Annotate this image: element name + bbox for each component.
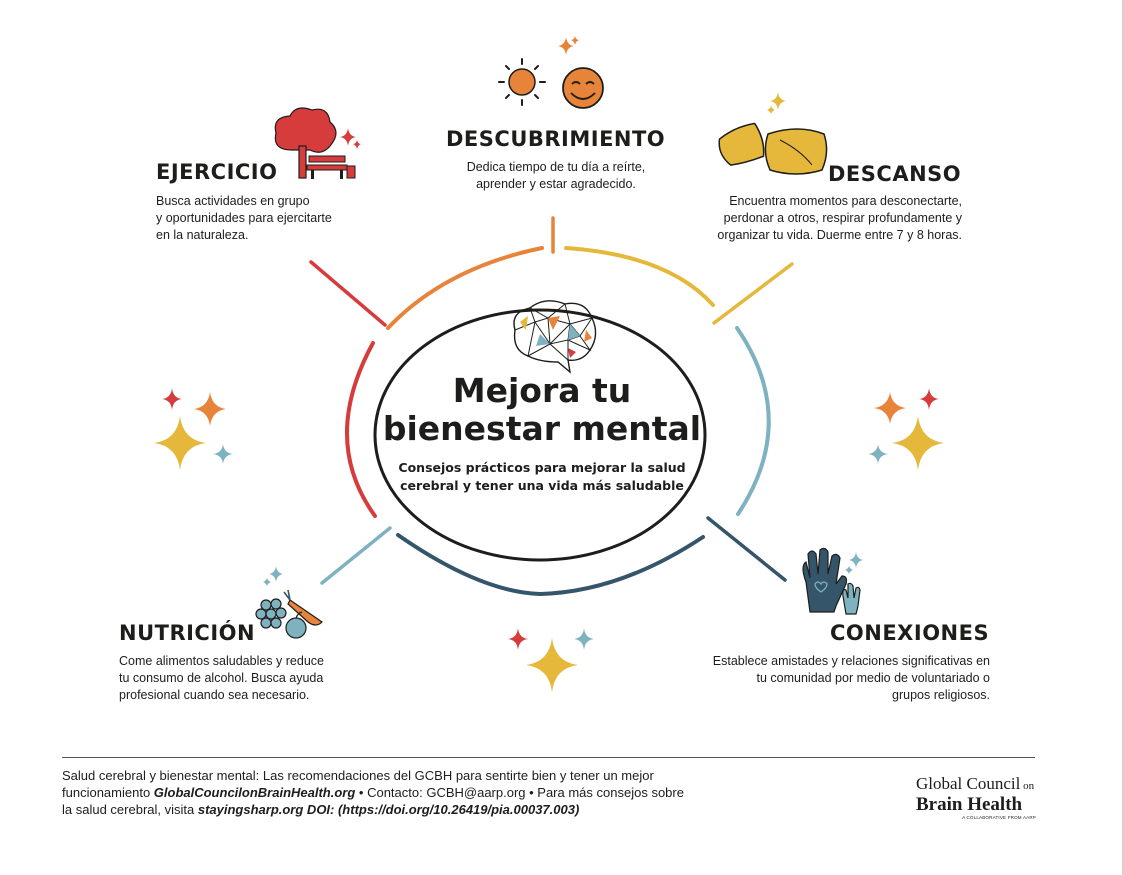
center-ellipse: [373, 308, 707, 562]
sparkle: [892, 416, 944, 470]
radial-lines: [309, 216, 794, 585]
sparkle: [269, 566, 283, 582]
sparkle: [849, 552, 863, 568]
brain-network-icon: [513, 300, 597, 374]
center-subtitle: Consejos prácticos para mejorar la salud…: [392, 459, 692, 495]
arc-descubrimiento: [386, 246, 544, 330]
sparkle: [162, 388, 182, 410]
text-descubrimiento: Dedica tiempo de tu día a reírte, aprend…: [466, 160, 646, 191]
tree-and-bench-icon: [274, 107, 356, 179]
text-descanso: Encuentra momentos para desconectarte, p…: [717, 194, 962, 242]
sparkle: [767, 106, 775, 114]
text-ejercicio: Busca actividades en grupo y oportunidad…: [156, 194, 332, 242]
center-subtitle-line2: cerebral y tener una vida más saludable: [400, 478, 684, 493]
logo-line1-on: on: [1020, 780, 1035, 792]
footer-doi[interactable]: DOI: (https://doi.org/10.26419/pia.00037…: [303, 802, 580, 817]
center-title: Mejora tu bienestar mental: [372, 372, 712, 448]
logo-line1: Global Council on: [916, 775, 1046, 795]
footer-contact-text: • Contacto: GCBH@aarp.org • Para más con…: [355, 785, 684, 800]
arc-conexiones: [735, 326, 771, 516]
sparkle: [919, 388, 939, 410]
sparkle: [558, 37, 574, 55]
footer-line2: funcionamiento GlobalCouncilonBrainHealt…: [62, 784, 762, 801]
center-subtitle-line1: Consejos prácticos para mejorar la salud: [398, 460, 686, 475]
heading-nutricion: NUTRICIÓN: [119, 621, 256, 645]
footer-line2-text: funcionamiento: [62, 785, 154, 800]
text-conexiones: Establece amistades y relaciones signifi…: [712, 654, 990, 702]
footer-citation: Salud cerebral y bienestar mental: Las r…: [62, 767, 762, 818]
logo-tagline: A COLLABORATIVE FROM AARP: [962, 815, 1036, 820]
sparkle: [154, 416, 206, 470]
logo-line1-text: Global Council: [916, 774, 1021, 793]
sparkle: [845, 566, 853, 574]
sparkle: [868, 444, 888, 464]
gcbh-logo: Global Council on Brain Health A COLLABO…: [916, 775, 1046, 820]
arc-ejercicio: [345, 341, 377, 518]
heading-descubrimiento: DESCUBRIMIENTO: [446, 127, 666, 151]
heading-descanso: DESCANSO: [828, 162, 962, 186]
footer-line3: la salud cerebral, visita stayingsharp.o…: [62, 801, 762, 818]
heading-conexiones: CONEXIONES: [830, 621, 990, 645]
footer-divider: [62, 757, 1035, 758]
sparkle: [353, 140, 361, 149]
sparkle: [194, 392, 226, 426]
footer-line1: Salud cerebral y bienestar mental: Las r…: [62, 768, 654, 783]
sparkle: [213, 444, 233, 464]
text-nutricion: Come alimentos saludables y reduce tu co…: [119, 654, 324, 702]
sparkle: [874, 392, 906, 424]
footer-website-link[interactable]: GlobalCouncilonBrainHealth.org: [153, 785, 356, 800]
sparkles: [154, 36, 944, 692]
radial-nutricion: [320, 526, 392, 585]
footer-line3-text: la salud cerebral, visita: [62, 802, 198, 817]
arc-nutricion: [396, 533, 705, 597]
center-title-line2: bienestar mental: [382, 409, 702, 448]
sun-and-smiley-icon: [498, 58, 604, 109]
pillows-icon: [718, 122, 828, 175]
radial-ejercicio: [309, 260, 387, 327]
radial-descanso: [712, 262, 794, 325]
fruit-vegetables-icon: [255, 589, 323, 639]
ring-arcs: [345, 246, 771, 597]
radial-conexiones: [706, 516, 787, 582]
sparkle: [574, 628, 594, 650]
sparkle: [340, 128, 356, 146]
center-title-line1: Mejora tu: [452, 371, 632, 410]
sparkle: [526, 638, 578, 692]
helping-hands-icon: [802, 547, 861, 615]
sparkle: [263, 578, 271, 586]
footer-stayingsharp-link[interactable]: stayingsharp.org: [197, 802, 304, 817]
arc-descanso: [564, 246, 715, 307]
sparkle: [770, 92, 786, 110]
logo-line2: Brain Health: [916, 794, 1023, 815]
sparkle: [571, 36, 579, 45]
heading-ejercicio: EJERCICIO: [156, 160, 278, 184]
sparkle: [508, 628, 528, 650]
